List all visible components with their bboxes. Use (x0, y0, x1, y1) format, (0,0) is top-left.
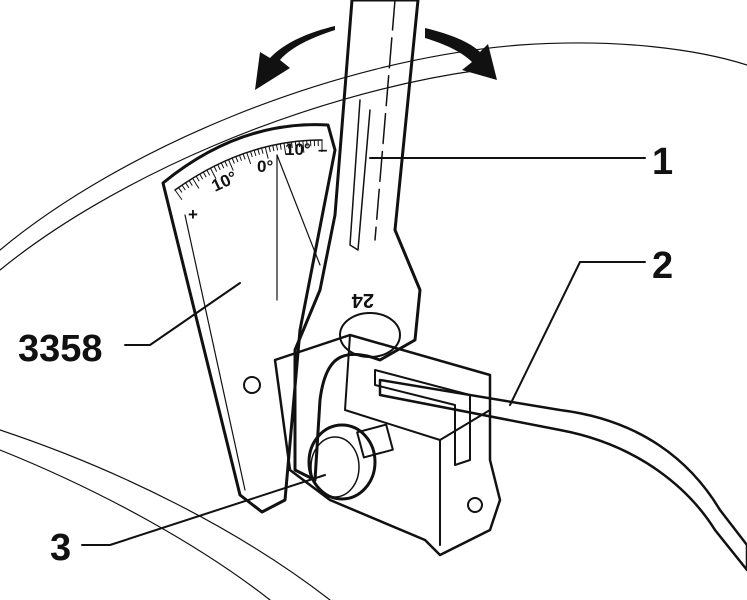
scale-tick (220, 162, 225, 169)
scale-tick (206, 169, 211, 176)
scale-plus-label: + (188, 205, 198, 224)
scale-tick (185, 182, 190, 189)
scale-tick (302, 140, 305, 153)
scale-tick (199, 173, 204, 180)
scale-tick (238, 154, 242, 161)
scale-tick (253, 149, 257, 157)
scale-right-10-label: 10° (285, 140, 311, 159)
callout-1: 1 (652, 141, 673, 183)
scale-tick (213, 166, 218, 172)
scale-tick (275, 144, 279, 151)
scale-left-10-label: 10° (209, 167, 241, 195)
scale-tick (264, 146, 269, 159)
scale-tick (202, 171, 207, 178)
scale-tick (272, 145, 275, 152)
scale-zero-label: 0° (257, 157, 273, 176)
scale-tick (290, 141, 293, 149)
scale-tick (181, 184, 186, 191)
callout-3358: 3358 (18, 328, 103, 370)
scale-ticks (174, 140, 323, 201)
leader-line-3 (81, 474, 326, 546)
scale-tick (174, 189, 183, 201)
scale-tick (257, 148, 260, 155)
scale-tick (246, 152, 252, 165)
scale-tick (195, 175, 200, 182)
scale-tick (224, 160, 228, 167)
scale-tick (268, 146, 271, 153)
scale-tick (192, 178, 200, 189)
scale-tick (279, 143, 282, 150)
scale-tick (242, 153, 246, 160)
wrench-size-label: 24 (351, 289, 374, 311)
rotate-left-arrow-icon (255, 26, 335, 90)
thumb-knob (307, 423, 394, 501)
scale-tick (188, 180, 193, 186)
scale-minus-label: – (318, 140, 327, 159)
scale-tick (178, 187, 183, 193)
scale-tick (249, 151, 253, 158)
scale-tick (261, 147, 264, 154)
scale-tick (231, 157, 235, 164)
scale-tick (209, 167, 217, 179)
scale-tick (294, 141, 297, 148)
leader-line-2 (509, 261, 646, 406)
wrench (293, 0, 422, 482)
scale-tick (287, 142, 290, 149)
leader-line-3358 (124, 282, 241, 346)
background-body-lines (0, 42, 747, 600)
scale-tick (298, 141, 301, 148)
block-hole (467, 497, 483, 513)
scale-tick (228, 159, 234, 171)
scale-tick (217, 164, 221, 171)
callout-3: 3 (50, 527, 71, 569)
scale-tick (283, 143, 287, 156)
callout-2: 2 (652, 245, 673, 287)
adjusting-rod (378, 378, 747, 572)
plate-hole (243, 376, 261, 394)
clamp-block (273, 333, 502, 557)
scale-tick (235, 156, 239, 163)
rotate-right-arrow-icon (425, 28, 497, 80)
